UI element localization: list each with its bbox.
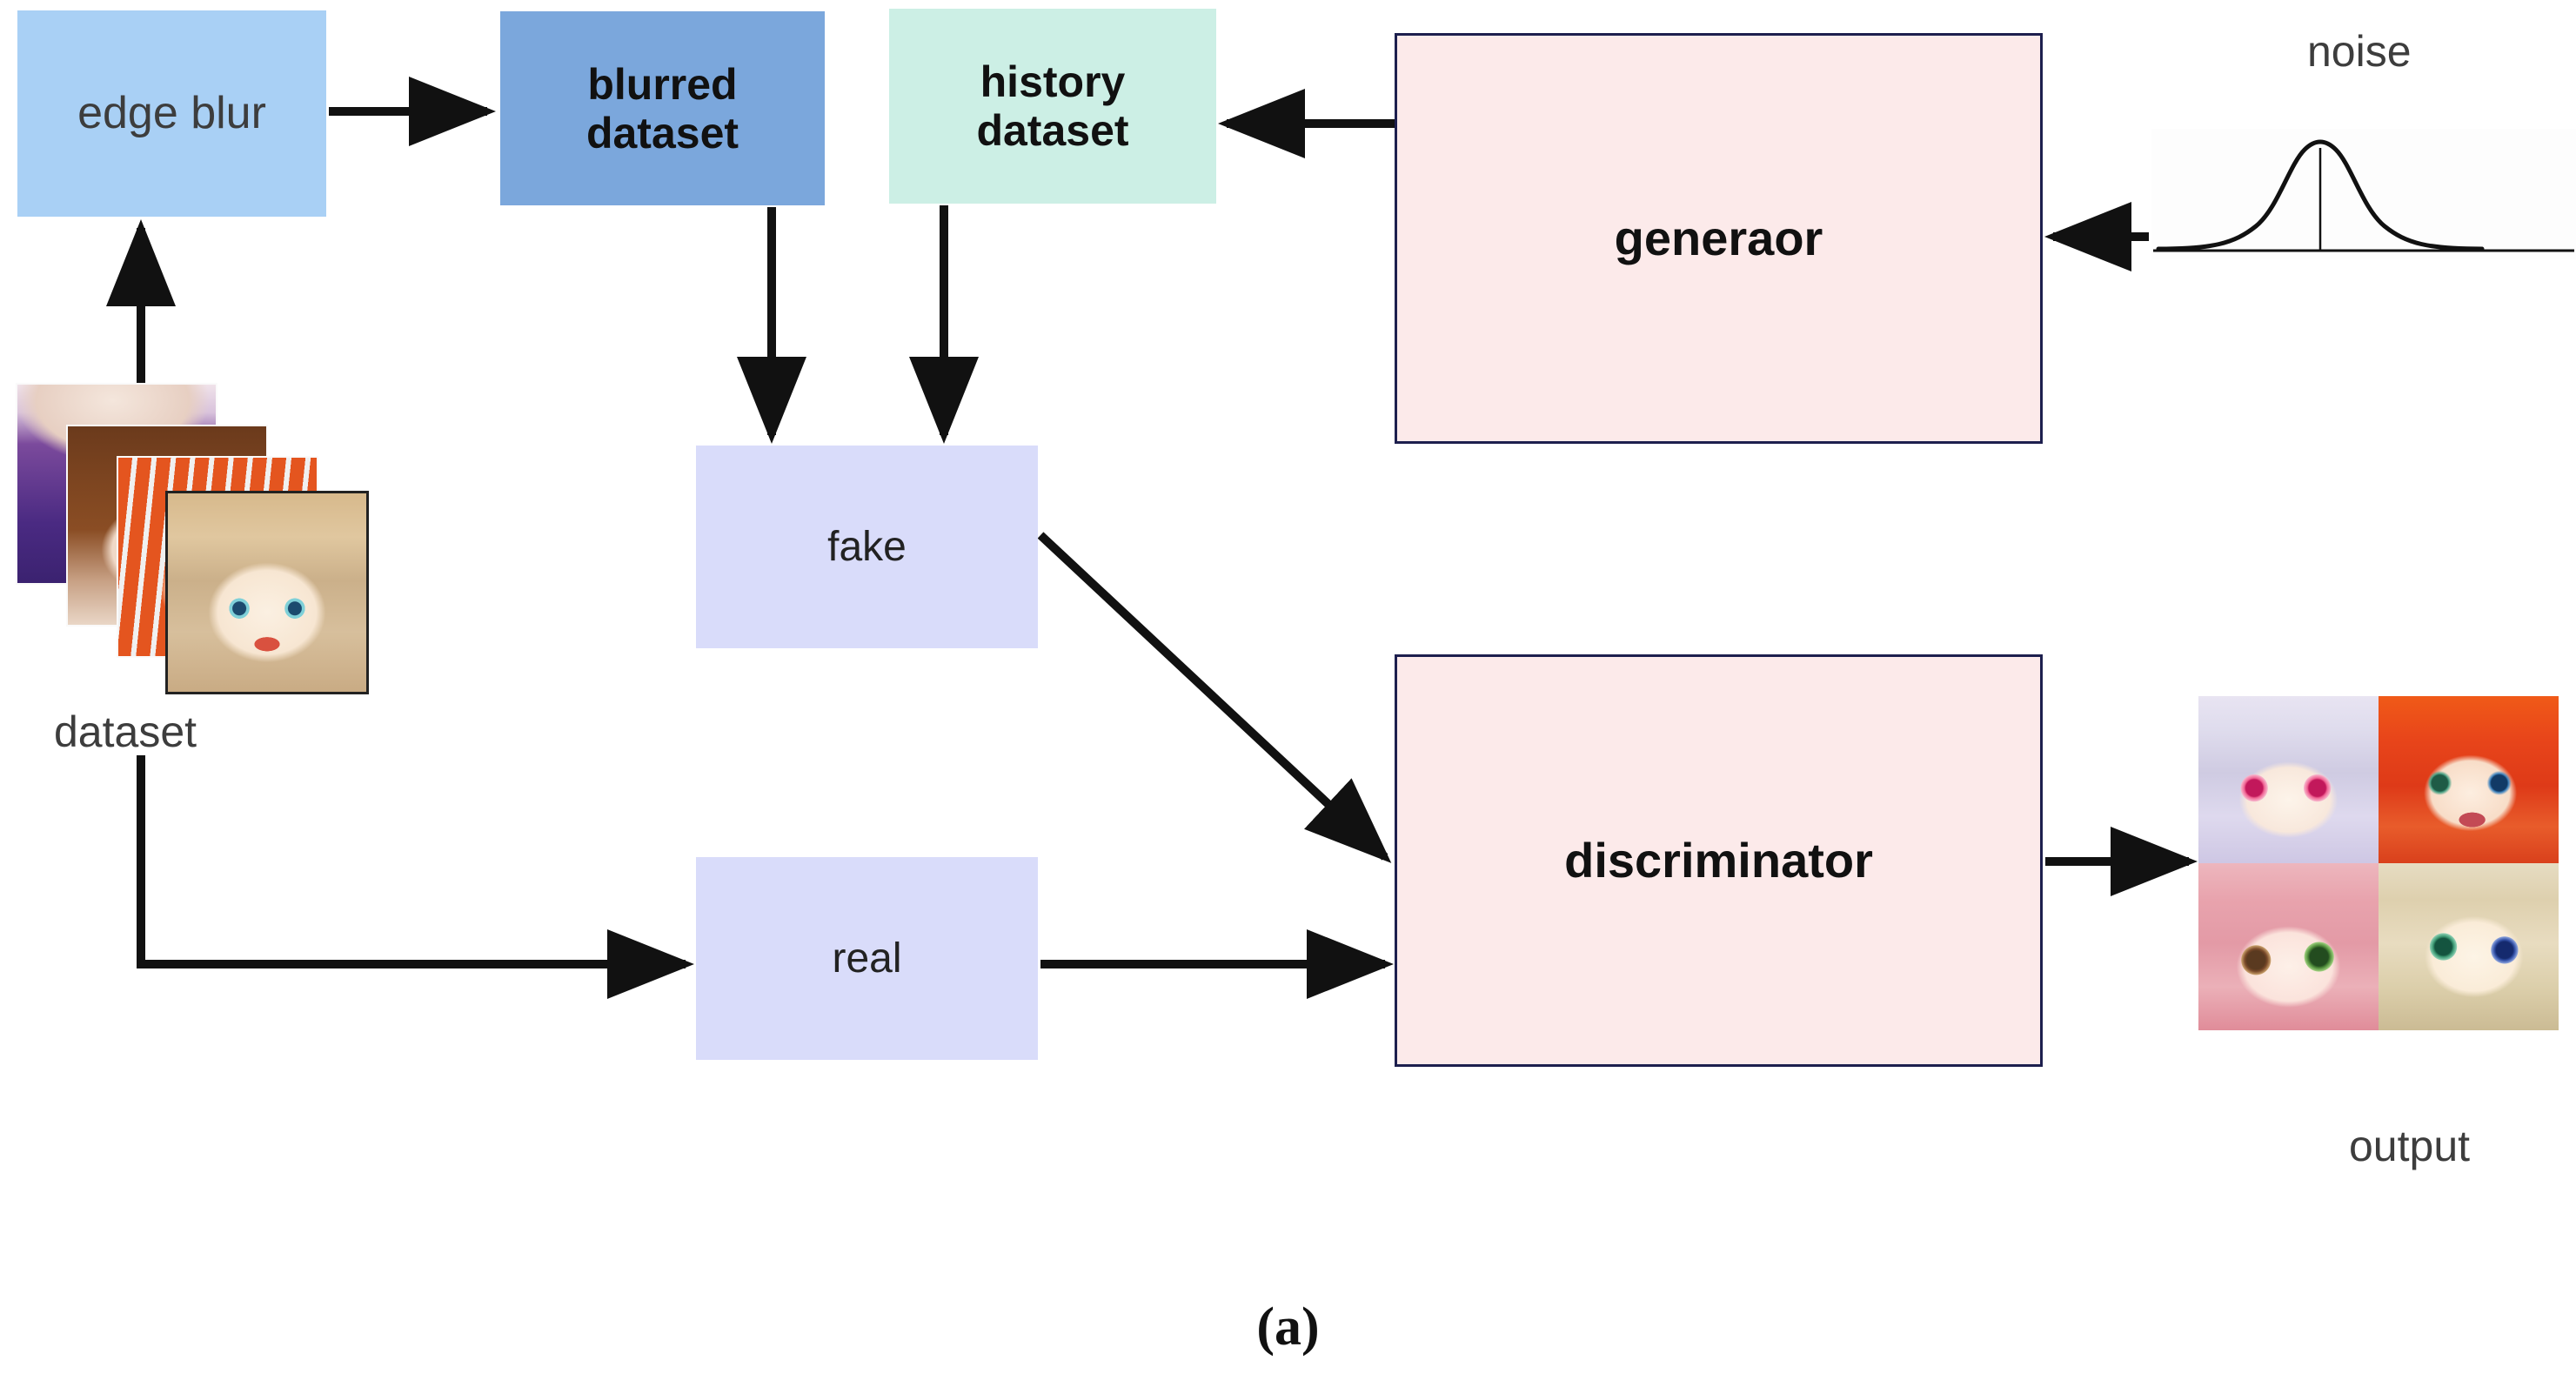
dataset-label: dataset [54, 707, 197, 756]
figure-caption: (a) [1256, 1297, 1320, 1357]
blurred-dataset-label-line2: dataset [585, 108, 739, 157]
discriminator-label: discriminator [1564, 832, 1873, 888]
noise-distribution-plot [2151, 129, 2576, 259]
gaussian-curve-icon [2153, 139, 2574, 252]
output-face-blonde-hair [2379, 863, 2559, 1030]
discriminator-box[interactable]: discriminator [1395, 654, 2043, 1067]
output-face-silver-hair [2198, 696, 2379, 863]
noise-label: noise [2307, 27, 2412, 76]
history-dataset-box[interactable]: history dataset [889, 9, 1216, 204]
arrow-fake-to-discriminator [1037, 532, 1392, 863]
output-label: output [2349, 1122, 2471, 1170]
arrow-dataset-to-real [137, 755, 694, 999]
fake-label: fake [827, 523, 907, 570]
output-image-grid [2198, 696, 2559, 1030]
fake-box[interactable]: fake [696, 446, 1038, 648]
history-dataset-label-line1: history [980, 57, 1126, 106]
blurred-dataset-label-line1: blurred [587, 59, 738, 109]
history-dataset-label-line2: dataset [976, 106, 1129, 155]
output-face-orange-hair [2379, 696, 2559, 863]
edge-blur-label: edge blur [77, 88, 266, 139]
anime-face-blonde-hair-image [168, 493, 366, 692]
blurred-dataset-box[interactable]: blurred dataset [500, 11, 825, 205]
output-face-pink-hair [2198, 863, 2379, 1030]
anime-face-blonde-hair-thumbnail [165, 491, 369, 694]
dataset-thumbnail-stack [16, 383, 369, 722]
generator-label: generaor [1614, 210, 1823, 265]
real-box[interactable]: real [696, 857, 1038, 1060]
edge-blur-box[interactable]: edge blur [17, 10, 326, 217]
generator-box[interactable]: generaor [1395, 33, 2043, 444]
real-label: real [832, 935, 902, 982]
